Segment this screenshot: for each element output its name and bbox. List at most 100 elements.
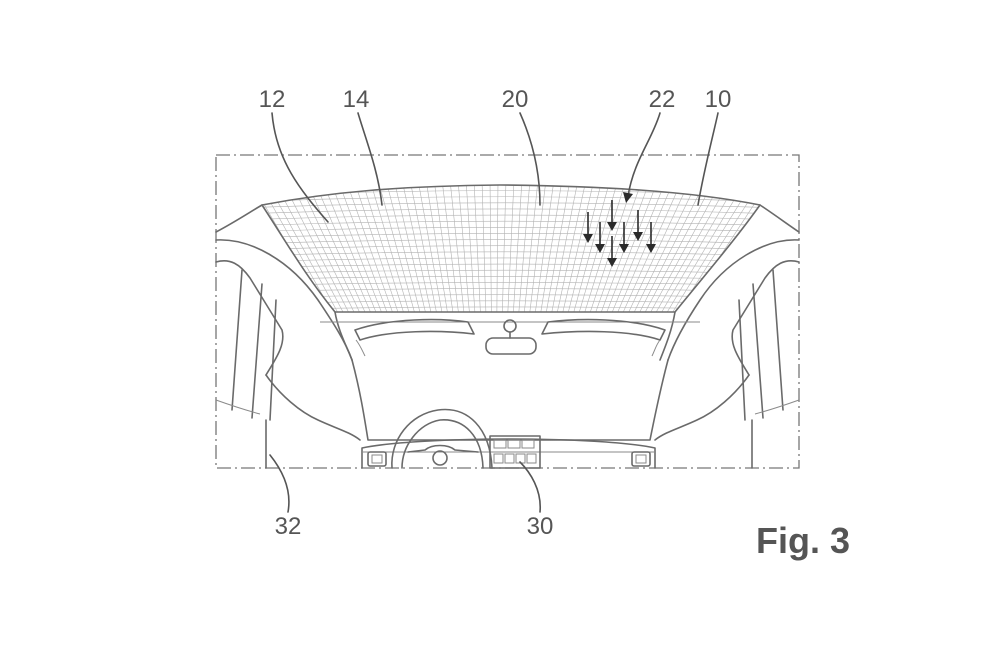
ref-10: 10 <box>705 86 732 113</box>
roof-grid-line <box>262 239 760 245</box>
roof-grid-line <box>567 185 603 312</box>
roof-grid-line <box>545 185 571 312</box>
leader-10 <box>697 112 719 206</box>
arrow-3 <box>607 236 617 267</box>
roof-grid-line <box>377 185 416 312</box>
ref-14: 14 <box>343 86 370 113</box>
roof-grid-line <box>262 214 760 221</box>
leader-32 <box>269 454 290 513</box>
roof-grid-line <box>561 185 595 312</box>
roof-grid-line <box>449 185 465 312</box>
roof-grid-line <box>465 185 476 312</box>
roof-grid-line <box>329 185 383 312</box>
roof-grid-line <box>481 185 487 312</box>
roof-grid-line <box>670 185 755 312</box>
figure-caption: Fig. 3 <box>756 520 850 561</box>
roof-grid-line <box>262 220 760 227</box>
roof-grid-line <box>262 306 760 311</box>
roof-grid-line <box>262 288 760 293</box>
roof-grid-line <box>610 185 667 312</box>
roof-grid-line <box>473 185 481 312</box>
leader-22-arrowhead <box>623 192 633 203</box>
roof-grid-line <box>654 185 731 312</box>
roof-grid-line <box>665 185 747 312</box>
arrow-5 <box>619 222 629 253</box>
roof-grid-line <box>638 185 707 312</box>
roof-grid-line <box>313 185 372 312</box>
roof-grid-line <box>632 185 699 312</box>
roof-grid-line <box>616 185 675 312</box>
roof-grid-line <box>518 185 531 312</box>
roof-grid-line <box>572 185 611 312</box>
leader-12 <box>271 112 329 223</box>
roof-frame <box>215 204 800 361</box>
roof-grid-line <box>540 185 563 312</box>
roof-grid-line <box>489 185 492 312</box>
roof-grid-line <box>605 185 659 312</box>
roof-grid-line <box>659 185 739 312</box>
reference-labels: 12 14 20 22 10 32 30 <box>259 86 732 540</box>
roof-grid-line <box>457 185 470 312</box>
leader-22 <box>627 112 661 197</box>
roof-grid-line <box>627 185 691 312</box>
leader-14 <box>357 112 383 206</box>
roof-grid-line <box>262 233 760 239</box>
arrow-6 <box>633 210 643 241</box>
roof-grid-line <box>594 185 643 312</box>
roof-grid-line <box>289 185 356 312</box>
roof-grid-line <box>297 185 362 312</box>
roof-grid-line <box>262 245 760 251</box>
arrow-2 <box>595 222 605 253</box>
roof-grid-line <box>643 185 715 312</box>
leader-20 <box>519 112 541 206</box>
roof-grid-line <box>507 185 515 312</box>
roof-grid-line <box>321 185 378 312</box>
arrow-1 <box>583 212 593 243</box>
roof-grid-line <box>433 185 454 312</box>
roof-grid-line <box>262 251 760 257</box>
roof-grid-line <box>337 185 389 312</box>
roof-grid-line <box>523 185 539 312</box>
roof-grid-line <box>262 202 760 209</box>
ref-32: 32 <box>275 513 302 540</box>
roof-grid-line <box>361 185 405 312</box>
roof-grid-line <box>529 185 547 312</box>
roof-grid-line <box>550 185 579 312</box>
leader-30 <box>519 461 541 513</box>
rear-view-mirror <box>485 319 537 355</box>
arrow-4 <box>607 200 617 231</box>
roof-grid-line <box>273 185 345 312</box>
roof-grid-line <box>385 185 421 312</box>
roof-grid-line <box>345 185 394 312</box>
ref-12: 12 <box>259 86 286 113</box>
roof-grid-line <box>496 185 499 312</box>
roof-grid-line <box>281 185 351 312</box>
roof-grid-line <box>369 185 411 312</box>
roof-grid-line <box>401 185 432 312</box>
roof-grid-line <box>262 227 760 233</box>
windshield <box>351 339 669 441</box>
roof-grid-line <box>534 185 555 312</box>
roof-grid-line <box>583 185 627 312</box>
ref-30: 30 <box>527 513 554 540</box>
roof-grid-line <box>441 185 460 312</box>
ref-22: 22 <box>649 86 676 113</box>
center-console <box>489 435 541 469</box>
ref-20: 20 <box>502 86 529 113</box>
light-arrows <box>583 200 656 267</box>
steering-wheel <box>391 408 493 469</box>
roof-grid-line <box>409 185 438 312</box>
left-pillar <box>215 260 361 469</box>
roof-grid-line <box>512 185 523 312</box>
roof-grid-line <box>648 185 723 312</box>
roof-grid-line <box>353 185 400 312</box>
roof-grid-line <box>262 294 760 299</box>
arrow-7 <box>646 222 656 253</box>
roof-grid-line <box>425 185 449 312</box>
roof-grid-line <box>501 185 507 312</box>
leader-lines <box>269 112 719 513</box>
roof-grid-line <box>393 185 427 312</box>
right-pillar <box>654 260 800 469</box>
roof-grid-line <box>556 185 587 312</box>
